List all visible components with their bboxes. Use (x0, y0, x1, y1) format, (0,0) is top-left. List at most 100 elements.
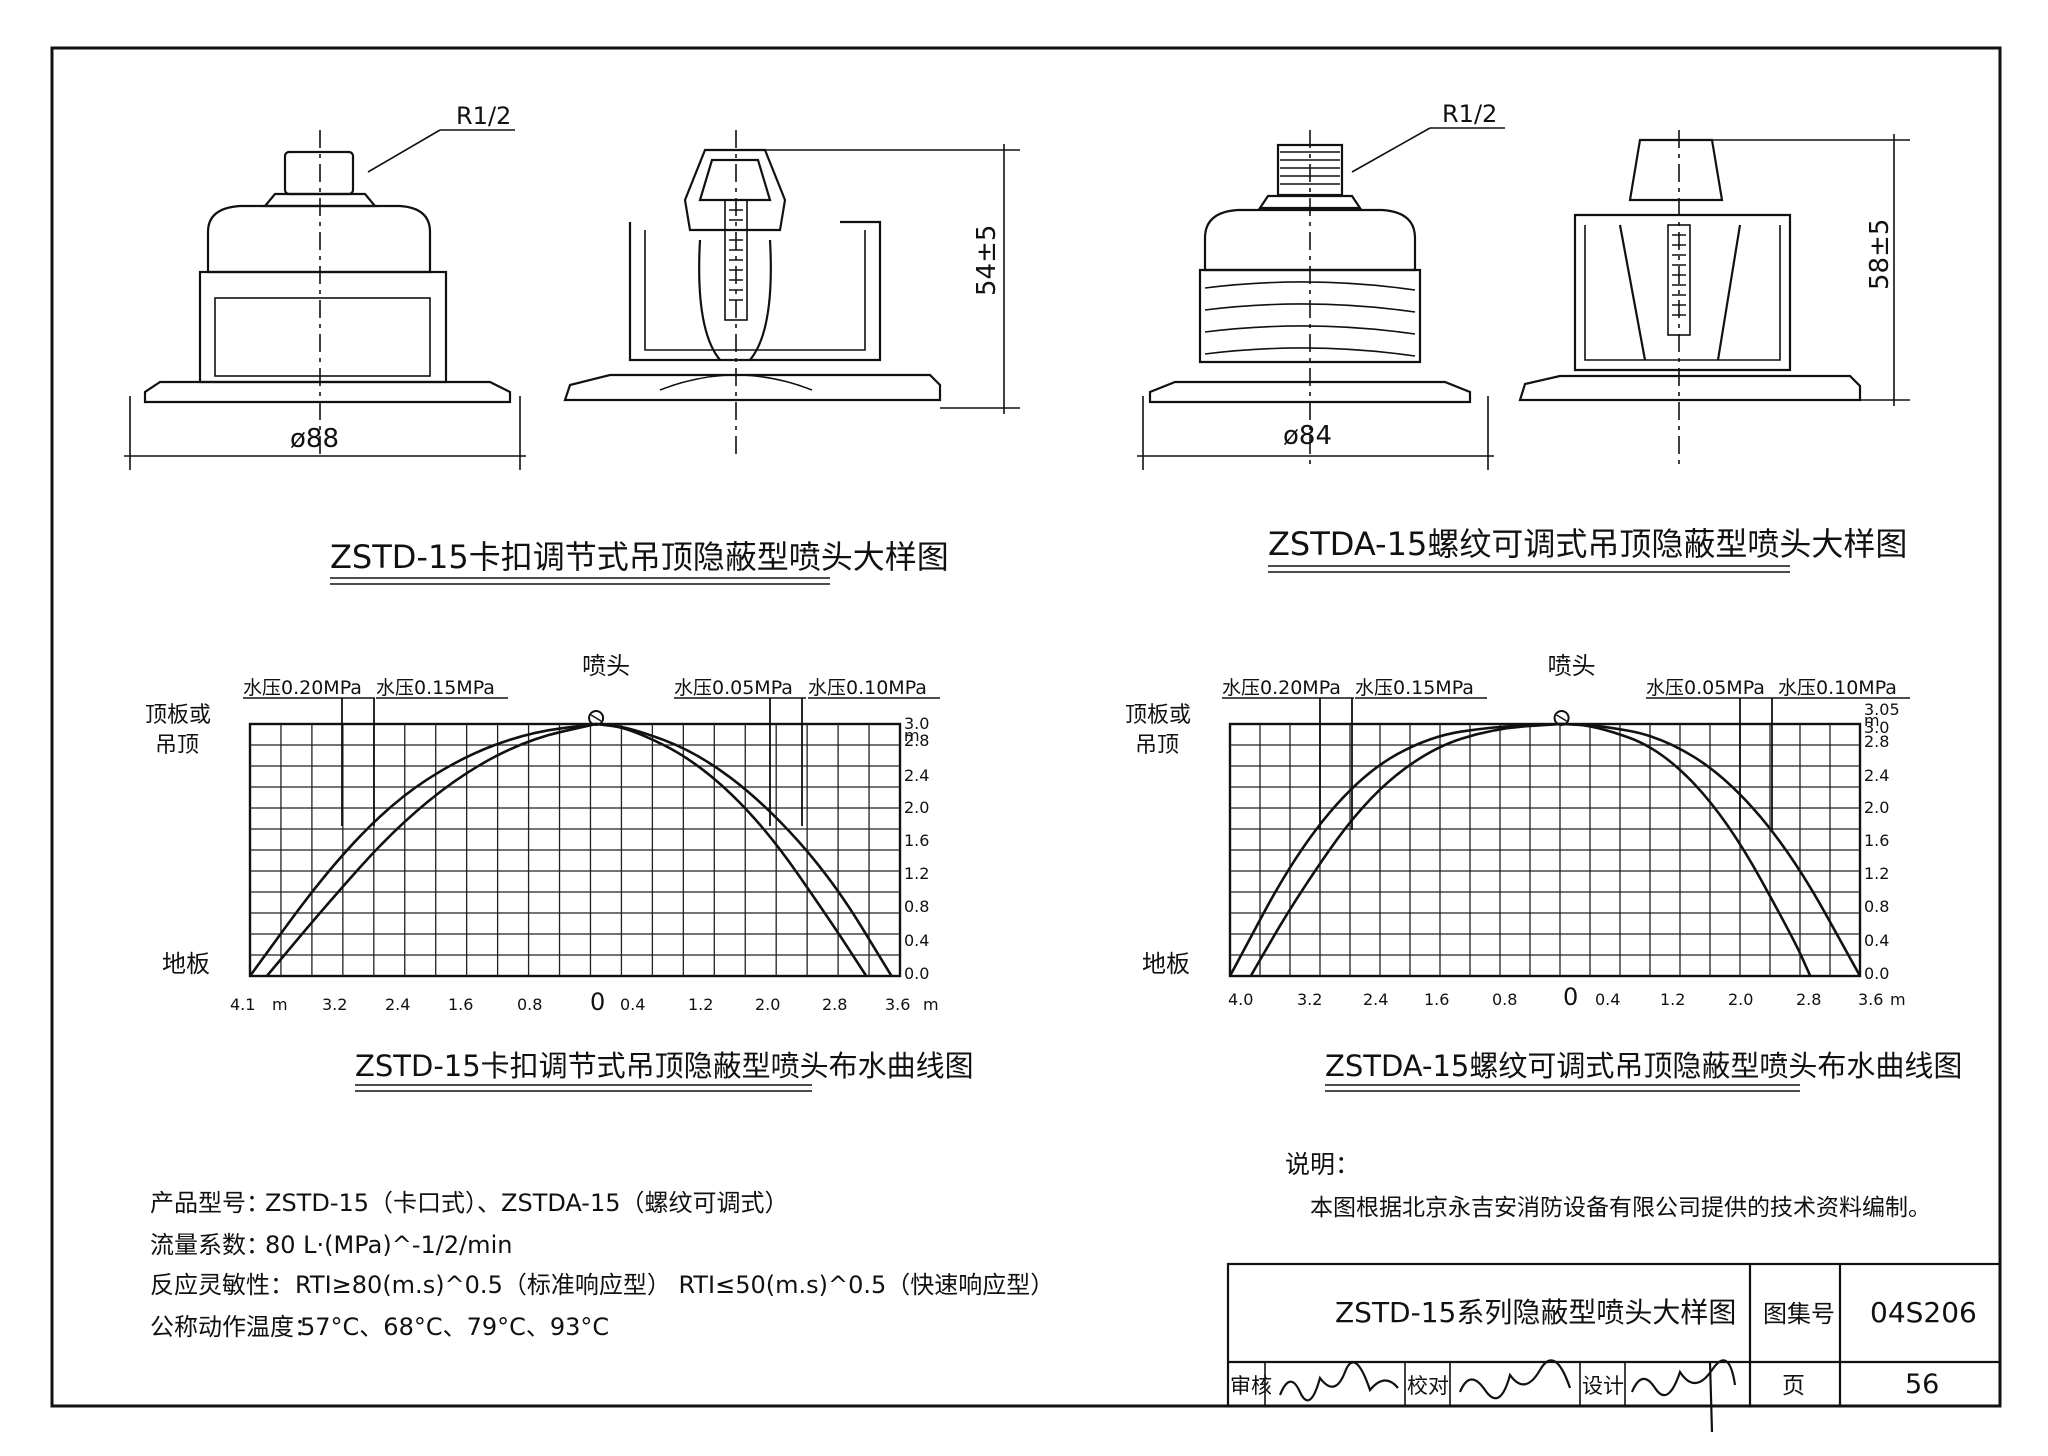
x-tick-label: 1.6 (448, 995, 473, 1014)
product-specs: 产品型号： ZSTD-15（卡口式）、ZSTDA-15（螺纹可调式） 流量系数：… (150, 1189, 1054, 1341)
y-tick-label: 2.0 (1864, 798, 1889, 817)
x-tick-label: m (1890, 990, 1906, 1009)
right-section-view (1518, 130, 1862, 470)
notes-heading: 说明： (1285, 1150, 1360, 1179)
ceiling-label: 吊顶 (1135, 733, 1179, 758)
y-tick-label: 2.4 (904, 766, 929, 785)
y-tick-label: 2.4 (1864, 766, 1889, 785)
y-tick-label: 1.2 (904, 864, 929, 883)
right-chart-title: ZSTDA-15螺纹可调式吊顶隐蔽型喷头布水曲线图 (1325, 1049, 1962, 1083)
check-signature (1458, 1359, 1572, 1400)
right-sprinkler-drawings: R1/2 ø84 58±5 ZSTDA-15螺纹可调式吊顶隐蔽型喷头大样图 (1137, 100, 1910, 573)
pressure-label: 水压0.10MPa (808, 677, 927, 699)
floor-label: 地板 (162, 950, 210, 978)
review-signature (1278, 1361, 1399, 1402)
title-block-drawing-title: ZSTD-15系列隐蔽型喷头大样图 (1335, 1296, 1736, 1329)
spec-model-value: ZSTD-15（卡口式）、ZSTDA-15（螺纹可调式） (265, 1189, 789, 1217)
spec-temp-label: 公称动作温度： (150, 1313, 318, 1341)
x-tick-label: 3.2 (322, 995, 347, 1014)
right-thread-label: R1/2 (1442, 100, 1497, 128)
x-tick-label: 0.4 (620, 995, 645, 1014)
y-tick-label: 2.8 (904, 731, 929, 750)
x-tick-label: 3.6 (1858, 990, 1883, 1009)
series-line-3 (595, 722, 893, 977)
y-tick-label: 3.0 (1864, 718, 1889, 737)
x-tick-label: 3.2 (1297, 990, 1322, 1009)
x-tick-label: 0.8 (1492, 990, 1517, 1009)
left-chart-title: ZSTD-15卡扣调节式吊顶隐蔽型喷头布水曲线图 (355, 1049, 974, 1083)
x-tick-label: 1.2 (1660, 990, 1685, 1009)
pressure-label: 水压0.10MPa (1778, 677, 1897, 699)
y-tick-label: 0.8 (1864, 897, 1889, 916)
x-tick-label: 1.2 (688, 995, 713, 1014)
y-tick-label: m (904, 726, 920, 745)
spec-model-label: 产品型号： (150, 1189, 270, 1217)
x-tick-label: 4.0 (1228, 990, 1253, 1009)
y-tick-label: 3.05 (1864, 700, 1900, 719)
spec-temp-value: 57°C、68°C、79°C、93°C (300, 1313, 609, 1341)
series-line-0 (1228, 722, 1562, 977)
x-tick-label: m (923, 995, 939, 1014)
pressure-label: 水压0.20MPa (1222, 677, 1341, 699)
sprinkler-head-icon-detail (590, 714, 602, 722)
pressure-label: 水压0.15MPa (376, 677, 495, 699)
right-drawing-title: ZSTDA-15螺纹可调式吊顶隐蔽型喷头大样图 (1268, 525, 1907, 563)
x-tick-label: 1.6 (1424, 990, 1449, 1009)
title-block-page-label: 页 (1782, 1373, 1805, 1399)
y-tick-label: 1.6 (904, 831, 929, 850)
y-tick-label: 0.8 (904, 897, 929, 916)
x-tick-label: 2.8 (1796, 990, 1821, 1009)
left-section-view (563, 130, 942, 460)
pressure-label: 水压0.05MPa (1646, 677, 1765, 699)
pressure-label: 水压0.20MPa (243, 677, 362, 699)
ceiling-label: 顶板或 (145, 703, 211, 728)
x-tick-label: 0.4 (1595, 990, 1620, 1009)
spec-rti-value: RTI≥80(m.s)^0.5（标准响应型） RTI≤50(m.s)^0.5（快… (295, 1271, 1054, 1299)
y-tick-label: 1.2 (1864, 864, 1889, 883)
x-tick-label: 2.0 (1728, 990, 1753, 1009)
floor-label: 地板 (1142, 950, 1190, 978)
sprinkler-label: 喷头 (582, 652, 630, 680)
pressure-label: 水压0.15MPa (1355, 677, 1474, 699)
design-signature (1630, 1359, 1737, 1433)
x-tick-label: 2.4 (1363, 990, 1388, 1009)
title-block-atlas-label: 图集号 (1763, 1300, 1835, 1328)
spec-rti-label: 反应灵敏性： (150, 1271, 294, 1299)
sprinkler-head-icon-detail (1556, 714, 1567, 722)
y-tick-label: 0.4 (904, 931, 929, 950)
x-tick-label: 0 (590, 988, 605, 1016)
left-sprinkler-drawings: R1/2 ø88 54±5 ZSTD-15卡扣调节式吊顶隐蔽型喷头大样图 (124, 102, 1020, 585)
title-block-atlas-number: 04S206 (1870, 1296, 1977, 1329)
x-tick-label: 0 (1563, 983, 1578, 1011)
sprinkler-head-icon (1553, 710, 1570, 726)
series-line-3 (1561, 722, 1862, 977)
y-tick-label: 0.0 (1864, 964, 1889, 983)
title-block-design-label: 设计 (1582, 1374, 1624, 1398)
left-drawing-title: ZSTD-15卡扣调节式吊顶隐蔽型喷头大样图 (330, 538, 949, 576)
right-height-label: 58±5 (1865, 219, 1895, 290)
pressure-label: 水压0.05MPa (674, 677, 793, 699)
sprinkler-head-icon (588, 710, 605, 726)
y-tick-label: 0.0 (904, 964, 929, 983)
x-tick-label: m (272, 995, 288, 1014)
y-tick-label: 1.6 (1864, 831, 1889, 850)
x-tick-label: 3.6 (885, 995, 910, 1014)
title-block-page-number: 56 (1905, 1369, 1939, 1400)
title-block-check-label: 校对 (1407, 1374, 1449, 1398)
left-thread-label: R1/2 (456, 102, 511, 130)
y-tick-label: m (1864, 711, 1880, 730)
left-exterior-view (143, 130, 512, 460)
x-tick-label: 2.8 (822, 995, 847, 1014)
left-height-label: 54±5 (972, 225, 1002, 296)
series-line-1 (1249, 722, 1562, 977)
x-tick-label: 4.1 (230, 995, 255, 1014)
y-tick-label: 0.4 (1864, 931, 1889, 950)
title-block-review-label: 审核 (1230, 1374, 1272, 1398)
notes-text: 本图根据北京永吉安消防设备有限公司提供的技术资料编制。 (1310, 1195, 1931, 1221)
x-tick-label: 2.0 (755, 995, 780, 1014)
ceiling-label: 顶板或 (1125, 703, 1191, 728)
spec-flow-value: 80 L·(MPa)^-1/2/min (265, 1231, 512, 1259)
